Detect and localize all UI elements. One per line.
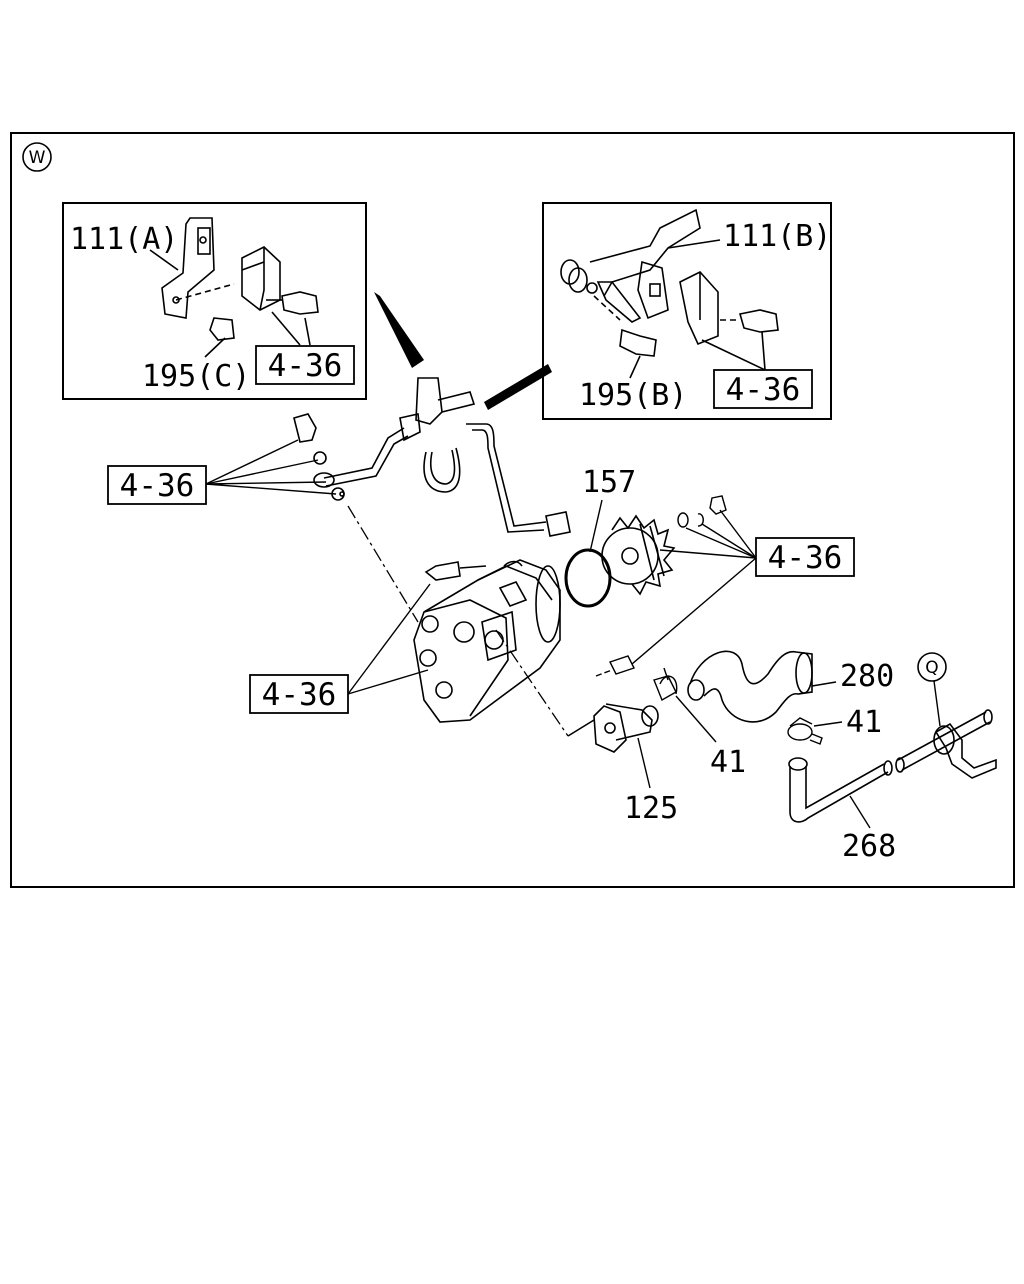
leader-41a [675, 695, 717, 743]
ref-leaders-r3 [205, 439, 337, 495]
label-195c: 195(C) [142, 359, 250, 394]
ref-leaders-r4 [347, 583, 431, 695]
pipe-125 [567, 703, 659, 753]
centerline-1 [347, 505, 419, 623]
ref-box-r1: 4-36 [255, 345, 355, 385]
ref-leaders-r5 [631, 509, 757, 665]
svg-text:4-36: 4-36 [768, 540, 843, 576]
svg-text:Q: Q [925, 658, 938, 678]
leader-268 [849, 795, 871, 829]
svg-text:4-36: 4-36 [268, 348, 343, 384]
inset-detail-a [62, 202, 367, 400]
leader-125 [637, 737, 651, 789]
label-125: 125 [624, 791, 678, 826]
injection-pipe-assembly [293, 377, 571, 537]
outer-frame [10, 132, 1015, 888]
clip-41 [653, 667, 678, 702]
injection-pump [413, 559, 561, 723]
ref-box-r4: 4-36 [249, 674, 349, 714]
zoom-wedge-a [374, 292, 424, 368]
inset-detail-b [542, 202, 832, 420]
hose-280 [687, 650, 813, 723]
label-111a: 111(A) [70, 222, 178, 257]
label-157: 157 [582, 465, 636, 500]
label-41a: 41 [710, 745, 746, 780]
leader-157 [589, 499, 603, 553]
clip-41b [787, 717, 823, 745]
leader-41b [813, 721, 843, 727]
svg-text:W: W [29, 148, 46, 168]
pipe-268 [788, 709, 997, 823]
label-111b: 111(B) [723, 219, 831, 254]
label-195b: 195(B) [579, 378, 687, 413]
svg-text:4-36: 4-36 [120, 468, 195, 504]
washer-nut-set [677, 495, 727, 528]
ref-box-r3: 4-36 [107, 465, 207, 505]
centerline-2 [495, 629, 569, 737]
q-marker: Q [917, 652, 947, 727]
label-41b: 41 [846, 705, 882, 740]
o-ring-157 [564, 548, 612, 608]
section-marker-w: W [22, 142, 52, 172]
ref-box-r2: 4-36 [713, 369, 813, 409]
drive-gear [601, 514, 676, 596]
leader-280 [811, 681, 837, 687]
ref-box-r5: 4-36 [755, 537, 855, 577]
label-280: 280 [840, 659, 894, 694]
zoom-wedge-b [484, 364, 552, 410]
svg-text:4-36: 4-36 [726, 372, 801, 408]
bolt-125 [595, 655, 635, 677]
svg-text:4-36: 4-36 [262, 677, 337, 713]
label-268: 268 [842, 829, 896, 864]
